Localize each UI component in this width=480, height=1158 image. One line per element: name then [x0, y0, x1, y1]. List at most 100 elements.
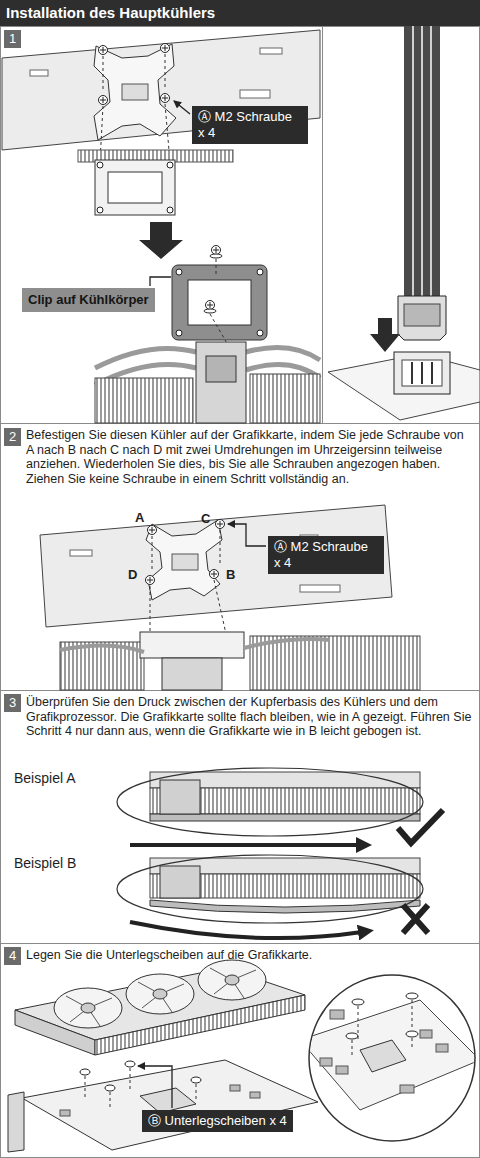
instruction-text-holder: Befestigen Sie diesen Kühler auf der Gra…: [26, 428, 474, 486]
panel-frame: [322, 26, 323, 423]
screw: [207, 302, 213, 308]
example-label: Beispiel A: [14, 770, 75, 786]
fan-header: [431, 362, 433, 384]
graphics-card: [2, 30, 320, 150]
screw: [206, 301, 215, 310]
panel-frame: [1, 27, 480, 1158]
heatsink: [95, 342, 320, 423]
side-view-bent: [150, 900, 420, 913]
dashed-guide: [196, 1084, 197, 1100]
node-text: Ⓑ Unterlegscheiben x 4: [148, 1113, 287, 1129]
screw: [162, 95, 168, 101]
screw-letter-holder: A: [135, 510, 144, 525]
instruction-text: Befestigen Sie diesen Kühler auf der Gra…: [26, 428, 474, 486]
zoom-detail: [412, 1038, 413, 1050]
cable-connector: [398, 296, 446, 340]
graphics-card-pcb: [22, 1060, 318, 1150]
dashed-guide: [150, 530, 226, 634]
down-arrow: [139, 222, 183, 259]
title-text: Installation des Hauptkühlers: [0, 0, 480, 26]
mounting-frame: [108, 172, 162, 203]
mounting-frame: [167, 162, 173, 168]
cooler: [81, 1003, 95, 1013]
screw: [210, 254, 222, 258]
cooler: [225, 975, 239, 985]
panel-frame: [0, 943, 480, 944]
panel-frame: [0, 26, 480, 1158]
graphics-card: [300, 585, 340, 592]
dashed-guide: [150, 586, 151, 634]
backplate-bracket: [122, 84, 148, 100]
screw: [100, 97, 106, 103]
cooler: [198, 960, 266, 1000]
dashed-guide: [152, 536, 153, 570]
fan-cable: [404, 26, 440, 298]
zoom-detail: [330, 1010, 344, 1019]
instruction-text: Legen Sie die Unterlegscheiben auf die G…: [26, 948, 474, 963]
zoom-detail: [360, 1040, 406, 1072]
cooler: [138, 982, 184, 1012]
heatsink: [196, 342, 246, 423]
bent-arrow: [130, 922, 362, 938]
part-label-box: Clip auf Kühlkörper: [22, 288, 155, 312]
zoom-detail: [300, 1000, 480, 1110]
flat-arrow: [130, 843, 360, 847]
screw: [217, 521, 223, 527]
screw: [147, 577, 153, 583]
screw: [210, 570, 219, 579]
leader-line: [174, 101, 190, 114]
fan-header: [394, 352, 450, 394]
heatsink: [246, 348, 320, 361]
heatsink-clip: [188, 280, 251, 325]
cooler: [153, 989, 167, 999]
cooler: [66, 996, 112, 1026]
heatsink: [140, 632, 244, 658]
graphics-card-pcb: [8, 1060, 318, 1152]
zoom-detail: [412, 1000, 413, 1028]
instruction-text-holder: Legen Sie die Unterlegscheiben auf die G…: [26, 948, 474, 963]
step-number: 1: [4, 30, 21, 48]
example-label-holder: Beispiel B: [14, 855, 76, 871]
node-text: Clip auf Kühlkörper: [28, 292, 149, 308]
side-view-flat: [117, 768, 423, 836]
screw: [216, 520, 225, 529]
screw: [99, 44, 170, 105]
screw: [161, 94, 170, 103]
leader-line: [228, 524, 266, 546]
mounting-frame: [95, 160, 175, 215]
zoom-detail: [436, 1044, 448, 1052]
screw-letter: B: [226, 567, 235, 582]
screw: [99, 96, 108, 105]
screw: [213, 247, 219, 253]
heatsink: [250, 374, 320, 423]
callout-box: Ⓑ Unterlegscheiben x 4: [142, 1110, 293, 1132]
dashed-guide: [165, 54, 166, 90]
zoom-detail: [352, 1000, 412, 1056]
screw: [211, 571, 217, 577]
graphics-card: [70, 550, 92, 556]
dashed-guide: [216, 259, 217, 275]
zoom-detail: [346, 1033, 358, 1039]
screw-letter-holder: B: [226, 567, 235, 582]
fan-cable: [430, 26, 432, 298]
side-view-bent: [117, 855, 423, 923]
fan-header: [394, 352, 450, 394]
node-text: Ⓐ M2 Schraube x 4: [274, 539, 378, 571]
zoom-detail: [300, 993, 480, 1110]
graphics-card-pcb: [60, 1110, 70, 1116]
screw: [212, 246, 221, 255]
fan-header: [411, 362, 413, 384]
screw-letter: D: [128, 567, 137, 582]
dashed-guide: [220, 530, 221, 566]
screw: [99, 46, 108, 55]
side-view-flat: [117, 768, 423, 836]
zoom-detail: [406, 993, 418, 999]
cable-connector: [398, 296, 446, 340]
zoom-detail: [352, 1040, 353, 1056]
graphics-card: [2, 30, 320, 150]
side-view-bent: [160, 866, 200, 898]
step-number: 2: [4, 428, 21, 446]
cooler: [66, 968, 256, 1026]
